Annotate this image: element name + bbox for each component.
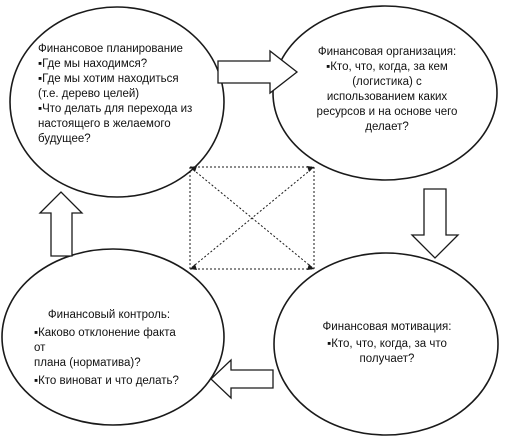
motivation-title: Финансовая мотивация: xyxy=(322,321,452,333)
arrow-planning-to-organization xyxy=(217,49,299,95)
organization-line: использованием каких xyxy=(326,91,448,103)
organization-ellipse xyxy=(272,5,498,181)
planning-line: ▪Где мы хотим находиться xyxy=(38,73,179,85)
arrow-organization-to-motivation xyxy=(410,188,460,259)
arrowhead-bottom-right xyxy=(307,264,314,270)
planning-line: (т.е. дерево целей) xyxy=(38,88,140,100)
planning-node-text: Финансовое планирование ▪Где мы находимс… xyxy=(38,42,208,147)
control-ellipse xyxy=(1,248,225,426)
motivation-node-text: Финансовая мотивация: ▪Кто, что, когда, … xyxy=(312,320,462,367)
organization-title: Финансовая организация: xyxy=(317,46,457,58)
arrowhead-top-left xyxy=(190,166,197,172)
control-node-text: Финансовый контроль: ▪Каково отклонение … xyxy=(34,308,184,389)
planning-line: будущее? xyxy=(38,133,91,145)
control-line: ▪Кто виноват и что делать? xyxy=(34,375,179,387)
organization-line: ▪Кто, что, когда, за кем xyxy=(326,61,448,73)
arrowhead-top-right xyxy=(307,166,314,172)
control-line: ▪Каково отклонение факта от xyxy=(34,327,176,354)
planning-title: Финансовое планирование xyxy=(38,43,183,55)
organization-line: делает? xyxy=(365,121,409,133)
organization-node-text: Финансовая организация: ▪Кто, что, когда… xyxy=(308,45,466,135)
motivation-ellipse xyxy=(273,252,499,436)
arrow-control-to-planning xyxy=(38,191,84,257)
interconnection-links xyxy=(189,166,315,270)
planning-line: настоящего в желаемого xyxy=(38,118,171,130)
control-line: плана (норматива)? xyxy=(34,357,141,369)
motivation-line: ▪Кто, что, когда, за что xyxy=(327,338,447,350)
control-title: Финансовый контроль: xyxy=(47,309,171,321)
planning-ellipse xyxy=(9,6,225,198)
arrowhead-bottom-left xyxy=(190,264,197,270)
link-diagonal-2 xyxy=(189,166,315,270)
link-arrowheads xyxy=(190,166,314,270)
organization-line: (логистика) с xyxy=(352,76,422,88)
planning-line: ▪Что делать для перехода из xyxy=(38,103,193,115)
motivation-line: получает? xyxy=(359,353,415,365)
organization-line: ресурсов и на основе чего xyxy=(316,106,458,118)
planning-line: ▪Где мы находимся? xyxy=(38,58,148,70)
arrow-motivation-to-control xyxy=(210,358,274,400)
